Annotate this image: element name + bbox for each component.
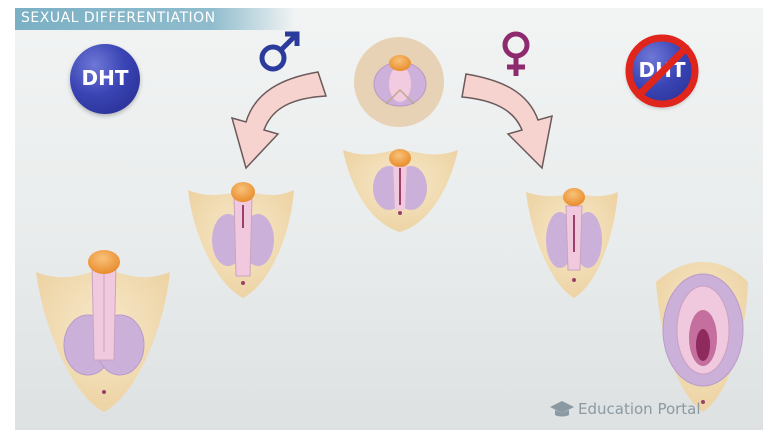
male-symbol-icon: [262, 34, 297, 69]
undifferentiated-genitalia: [343, 149, 458, 232]
arrow-to-male: [232, 72, 326, 168]
male-intermediate-genitalia: [188, 182, 294, 298]
female-final-genitalia: [656, 262, 748, 412]
arrow-to-female: [462, 74, 552, 168]
female-intermediate-genitalia: [526, 188, 618, 298]
male-final-genitalia: [36, 250, 170, 412]
prohibition-icon: [629, 38, 695, 104]
graduation-cap-icon: [549, 400, 575, 418]
undifferentiated-stage-circle: [354, 37, 444, 127]
female-symbol-icon: [505, 34, 527, 76]
watermark-text: Education Portal: [578, 400, 701, 418]
